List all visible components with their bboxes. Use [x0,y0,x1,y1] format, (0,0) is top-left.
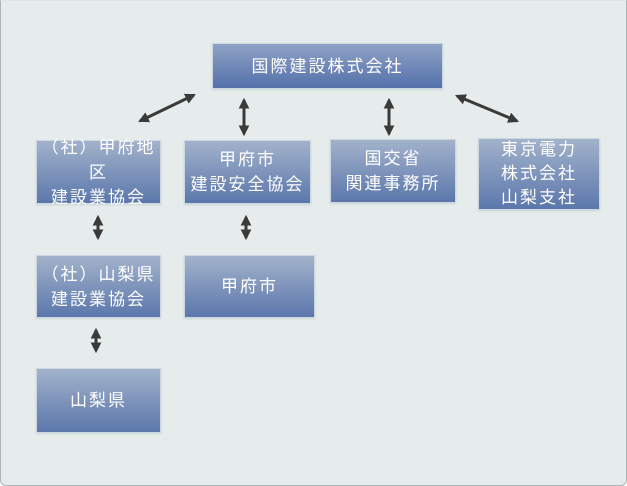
node-yamanashi-association-label: （社）山梨県 建設業協会 [41,264,156,309]
arrow-root-kofu-district [138,93,196,123]
node-kofu-safety-association-label: 甲府市 建設安全協会 [190,150,305,194]
node-mlit-offices: 国交省 関連事務所 [330,139,456,203]
node-tepco-yamanashi-branch: 東京電力 株式会社 山梨支社 [478,138,600,210]
node-tepco-yamanashi-branch-label: 東京電力 株式会社 山梨支社 [501,140,577,207]
node-kofu-city: 甲府市 [184,255,315,318]
node-yamanashi-prefecture-label: 山梨県 [70,391,127,410]
node-head-office: 国際建設株式会社 [212,43,443,89]
node-kofu-city-label: 甲府市 [221,277,278,296]
arrow-root-tepco [455,94,519,123]
node-yamanashi-prefecture: 山梨県 [36,368,161,433]
node-head-office-label: 国際建設株式会社 [251,56,404,76]
node-kofu-district-association: （社）甲府地区 建設業協会 [36,138,161,207]
node-mlit-offices-label: 国交省 関連事務所 [345,149,441,193]
node-kofu-safety-association: 甲府市 建設安全協会 [184,140,311,204]
node-yamanashi-association: （社）山梨県 建設業協会 [36,255,161,318]
node-kofu-district-association-label: （社）甲府地区 建設業協会 [41,137,156,207]
